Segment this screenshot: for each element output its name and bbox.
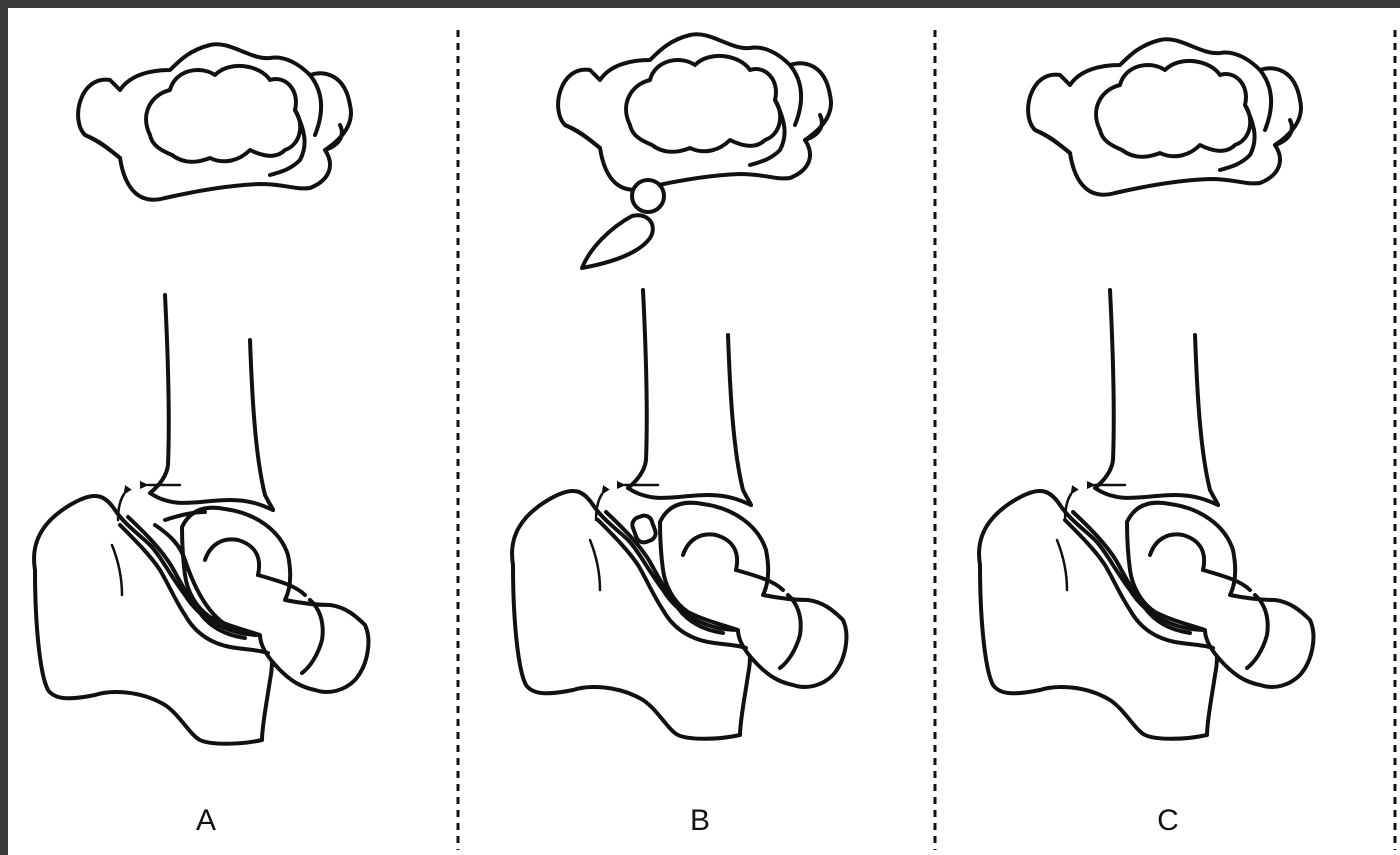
panel-b-ankle-lateral xyxy=(512,290,846,739)
panel-a-talus-top xyxy=(78,44,351,199)
panel-label-a: A xyxy=(176,803,236,839)
panel-b-ossicle-elongated xyxy=(582,215,653,268)
panel-label-b: B xyxy=(670,803,730,839)
panel-c-ankle-lateral xyxy=(979,290,1313,739)
panel-a-ankle-lateral xyxy=(34,295,368,744)
panel-b-ossicle-round xyxy=(632,180,664,212)
panel-label-c: C xyxy=(1138,803,1198,839)
panel-b-talus-top xyxy=(558,34,831,189)
panel-c-talus-top xyxy=(1028,39,1301,194)
